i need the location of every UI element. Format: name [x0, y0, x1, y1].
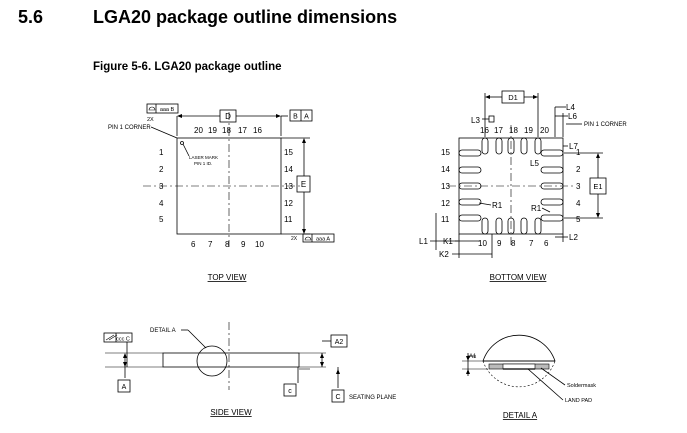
detail-a-outline	[482, 334, 556, 362]
soldermask-label: Soldermask	[567, 383, 596, 389]
figure-caption: Figure 5-6. LGA20 package outline	[93, 61, 282, 73]
detail-a-view: A1 Soldermask LAND PAD DETAIL A	[462, 334, 596, 420]
land-pad-label: LAND PAD	[565, 398, 592, 404]
top-bottom-pin-6: 6	[191, 240, 196, 249]
bottom-top-pin-18: 18	[509, 126, 518, 135]
datum-b-label: B	[293, 114, 298, 121]
dim-d1-label: D1	[508, 93, 518, 102]
tol-aaa-a: aaa A	[316, 237, 330, 243]
dim-l5-label: L5	[530, 159, 539, 168]
dim-l6-label: L6	[568, 112, 577, 121]
bottom-right-pin-1: 1	[576, 148, 581, 157]
top-left-pin-1: 1	[159, 148, 164, 157]
bottom-top-pin-19: 19	[524, 126, 533, 135]
bottom-left-pin-13: 13	[441, 182, 450, 191]
side-view-body	[162, 352, 300, 368]
side-view-label: SIDE VIEW	[210, 408, 252, 417]
dim-a1-label: A1	[469, 354, 477, 360]
top-left-pin-4: 4	[159, 199, 164, 208]
bottom-bottom-pin-9: 9	[497, 239, 502, 248]
bottom-right-pin-5: 5	[576, 215, 581, 224]
top-pin-19: 19	[208, 126, 217, 135]
top-right-pin-13: 13	[284, 182, 293, 191]
section-title: LGA20 package outline dimensions	[93, 7, 398, 27]
dim-k1-label: K1	[443, 237, 453, 246]
dim-k2-label: K2	[439, 250, 449, 259]
bottom-left-pin-14: 14	[441, 165, 450, 174]
bottom-bottom-pin-10: 10	[478, 239, 487, 248]
bottom-view-label: BOTTOM VIEW	[490, 273, 547, 282]
bottom-left-pin-12: 12	[441, 199, 450, 208]
top-left-pin-5: 5	[159, 215, 164, 224]
top-bottom-pin-9: 9	[241, 240, 246, 249]
detail-a-view-label: DETAIL A	[503, 411, 538, 420]
side-dim-c-label: c	[288, 388, 292, 395]
tol-aaa-b: aaa B	[160, 107, 175, 113]
dim-r1-left-label: R1	[492, 201, 503, 210]
seating-plane-label: SEATING PLANE	[349, 395, 396, 401]
top-pin-17: 17	[238, 126, 247, 135]
dim-r1-right-label: R1	[531, 204, 542, 213]
tol-ccc-c: ccc C	[116, 337, 130, 343]
laser-mark-label: LASER MARK	[189, 155, 218, 160]
bottom-right-pin-4: 4	[576, 199, 581, 208]
section-number: 5.6	[18, 7, 44, 27]
dim-e1-label: E1	[593, 182, 602, 191]
bottom-pin1-corner: PIN 1 CORNER	[584, 122, 627, 128]
top-view-label: TOP VIEW	[208, 273, 247, 282]
dim-l2-label: L2	[569, 233, 578, 242]
top-pin-18: 18	[222, 126, 231, 135]
top-right-pin-15: 15	[284, 148, 293, 157]
top-view: D B A aaa B 2X PIN 1 CORNER LASER MARK P…	[108, 103, 335, 282]
twox-label: 2X	[147, 117, 154, 123]
top-bottom-pin-8: 8	[225, 240, 230, 249]
bottom-right-pin-2: 2	[576, 165, 581, 174]
dim-l1-label: L1	[419, 237, 428, 246]
top-bottom-pin-10: 10	[255, 240, 264, 249]
top-right-pin-11: 11	[284, 215, 293, 224]
dim-l4-label: L4	[566, 103, 575, 112]
bottom-view: D1 L4 L6 PIN 1 CORNER L3 L7 L5 16 17 18 …	[419, 90, 627, 282]
bottom-bottom-pin-7: 7	[529, 239, 534, 248]
bottom-left-pin-11: 11	[441, 215, 450, 224]
dim-d-label: D	[225, 112, 231, 121]
bottom-left-pin-15: 15	[441, 148, 450, 157]
top-right-pin-12: 12	[284, 199, 293, 208]
dim-l7-label: L7	[569, 142, 578, 151]
side-datum-c-label: C	[335, 394, 340, 401]
side-dim-a-label: A	[122, 384, 127, 391]
dim-l3-label: L3	[471, 116, 480, 125]
bottom-right-pin-3: 3	[576, 182, 581, 191]
bottom-top-pin-17: 17	[494, 126, 503, 135]
bottom-top-pin-16: 16	[480, 126, 489, 135]
top-pin-16: 16	[253, 126, 262, 135]
twox-aaa-label: 2X	[291, 236, 298, 242]
top-bottom-pin-7: 7	[208, 240, 213, 249]
side-dim-a2-label: A2	[335, 339, 344, 346]
top-left-pin-2: 2	[159, 165, 164, 174]
top-right-pin-14: 14	[284, 165, 293, 174]
bottom-bottom-pin-6: 6	[544, 239, 549, 248]
bottom-top-pin-20: 20	[540, 126, 549, 135]
side-detail-a-label: DETAIL A	[150, 328, 176, 334]
datum-a-label: A	[304, 114, 309, 121]
top-pin1-corner: PIN 1 CORNER	[108, 125, 151, 131]
bottom-bottom-pin-8: 8	[511, 239, 516, 248]
side-view: DETAIL A ccc C A A2 c C SEATING PLANE SI…	[103, 322, 396, 417]
pin1-id-label: PIN 1 ID.	[194, 161, 212, 166]
top-pin-20: 20	[194, 126, 203, 135]
dim-e-label: E	[301, 180, 306, 189]
top-left-pin-3: 3	[159, 182, 164, 191]
